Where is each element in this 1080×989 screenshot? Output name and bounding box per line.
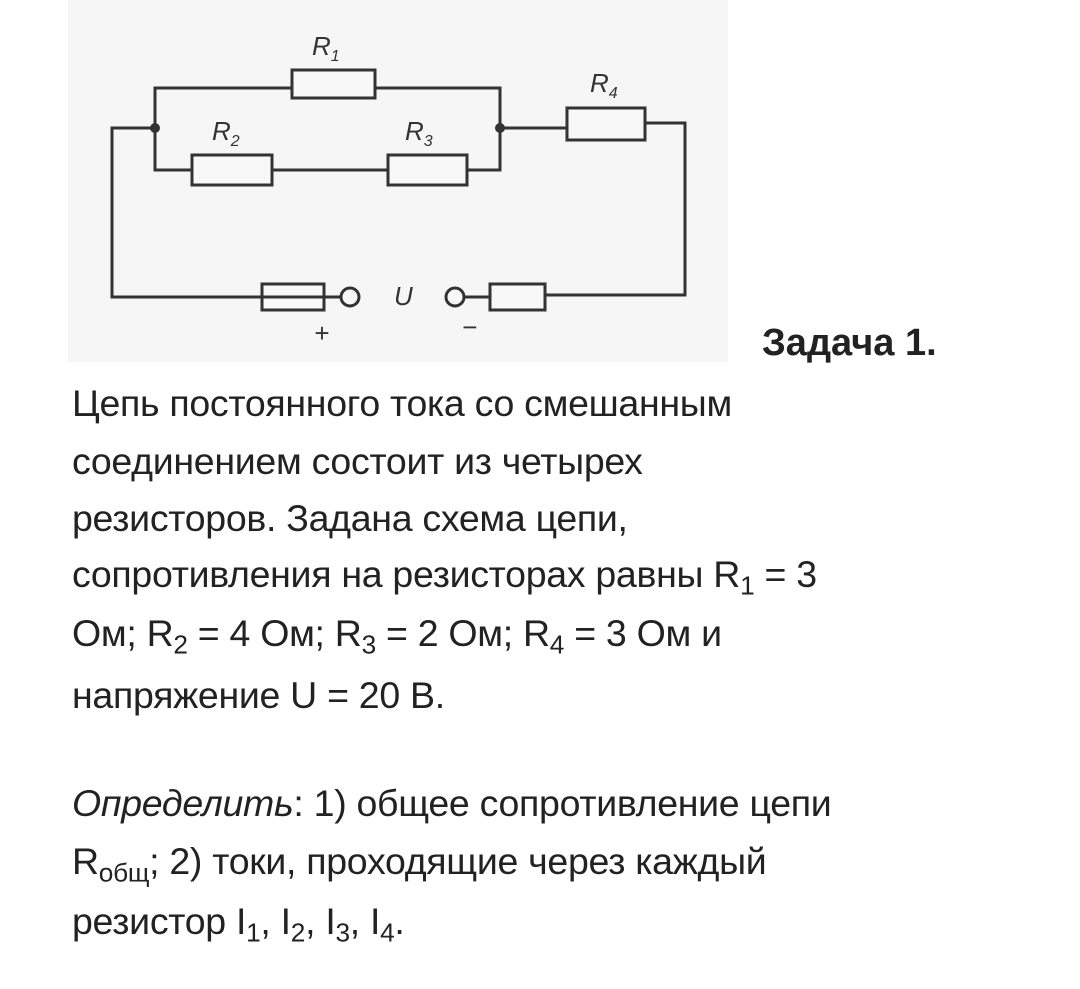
wire-bottom-branch	[153, 128, 502, 172]
subscript: общ	[98, 857, 150, 888]
question-line-3: резистор I1, I2, I3, I4.	[72, 900, 405, 945]
text: ; 2) токи, проходящие через каждый	[149, 840, 767, 882]
subscript: 3	[335, 917, 350, 948]
label-minus: −	[462, 312, 477, 342]
question-line-1: Определить: 1) общее сопротивление цепи	[72, 782, 832, 825]
terminal-circle-minus	[444, 286, 466, 308]
circuit-diagram: R1 R2 R3 R4 U + −	[68, 0, 728, 362]
label-r2: R2	[212, 116, 240, 150]
subscript: 3	[361, 629, 377, 660]
task-title: Задача 1.	[762, 322, 937, 364]
text: R	[72, 840, 99, 882]
text: Ом; R	[72, 612, 174, 654]
text: = 3	[754, 553, 818, 595]
circuit-schematic: R1 R2 R3 R4 U + −	[110, 31, 687, 348]
text: , I	[305, 900, 336, 942]
question-line-2: Rобщ; 2) токи, проходящие через каждый	[72, 840, 767, 885]
resistor-r2	[190, 153, 274, 187]
wire-top	[153, 86, 502, 128]
resistor-r3	[386, 153, 469, 187]
label-u: U	[394, 281, 413, 311]
junction-right	[495, 123, 505, 133]
question-label: Определить	[72, 782, 294, 824]
text: = 3 Ом и	[564, 612, 722, 654]
task-line-2: соединением состоит из четырех	[72, 440, 643, 482]
subscript: 2	[173, 629, 188, 660]
text: = 4 Ом; R	[187, 612, 362, 654]
text: сопротивления на резисторах равны R	[72, 553, 741, 595]
wire-r4	[500, 121, 687, 297]
label-r4: R4	[590, 68, 618, 102]
subscript: 1	[740, 570, 755, 601]
label-plus: +	[314, 318, 329, 348]
terminal-minus	[488, 282, 547, 312]
subscript: 1	[246, 917, 261, 948]
subscript: 2	[290, 917, 306, 948]
text: , I	[349, 900, 381, 942]
task-line-4: сопротивления на резисторах равны R1 = 3	[72, 553, 818, 598]
label-r1: R1	[312, 31, 340, 65]
text: : 1) общее сопротивление цепи	[293, 782, 832, 824]
task-line-5: Ом; R2 = 4 Ом; R3 = 2 Ом; R4 = 3 Ом и	[72, 612, 722, 657]
text: = 2 Ом; R	[375, 612, 550, 654]
text: , I	[260, 900, 291, 942]
wire-left	[110, 126, 262, 299]
task-line-6: напряжение U = 20 В.	[72, 674, 445, 716]
subscript: 4	[380, 917, 395, 948]
subscript: 4	[549, 629, 565, 660]
task-line-3: резисторов. Задана схема цепи,	[72, 497, 628, 539]
terminal-circle-plus	[339, 286, 361, 308]
text: .	[394, 900, 405, 942]
text: резистор I	[72, 900, 247, 942]
junction-left	[150, 123, 160, 133]
resistor-r4	[565, 106, 647, 142]
task-line-1: Цепь постоянного тока со смешанным	[72, 382, 732, 424]
resistor-r1	[290, 68, 377, 100]
label-r3: R3	[405, 116, 433, 150]
